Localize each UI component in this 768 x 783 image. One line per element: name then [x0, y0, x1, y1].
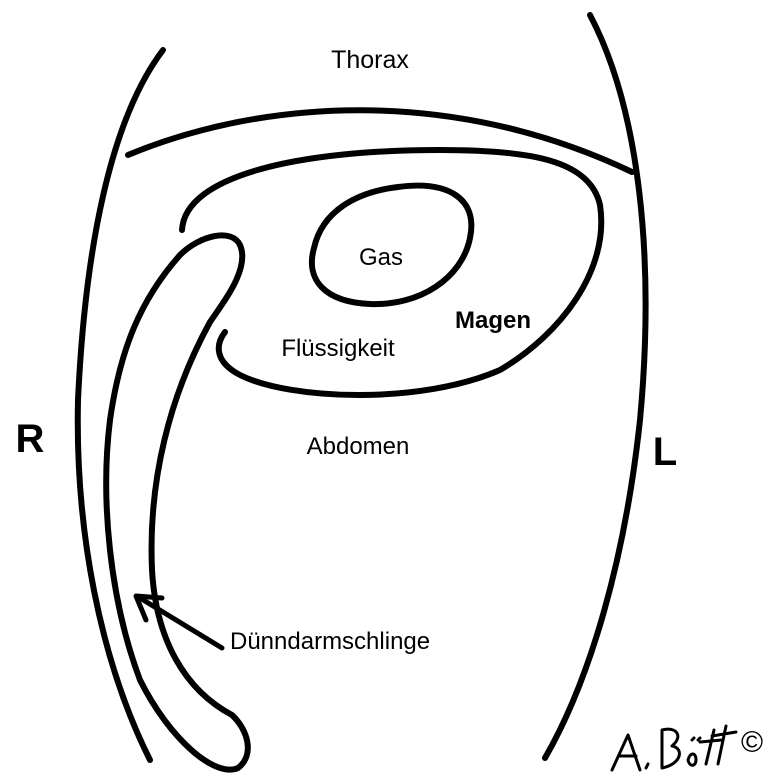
label-fluessigkeit: Flüssigkeit — [281, 335, 395, 362]
bowel-pointer-arrow-line — [140, 598, 222, 648]
small-bowel-loop — [106, 235, 248, 769]
body-wall-right — [78, 50, 163, 760]
copyright-symbol: © — [741, 726, 763, 759]
label-left-side: L — [653, 430, 677, 474]
label-magen: Magen — [455, 307, 531, 334]
label-gas: Gas — [359, 244, 403, 271]
label-duenndarmschlinge: Dünndarmschlinge — [230, 628, 430, 655]
signature-scribble — [612, 726, 736, 770]
body-wall-left — [545, 15, 646, 758]
label-thorax: Thorax — [331, 46, 409, 74]
label-abdomen: Abdomen — [307, 433, 410, 460]
label-right-side: R — [16, 417, 45, 461]
signature-mark: © — [612, 726, 763, 770]
